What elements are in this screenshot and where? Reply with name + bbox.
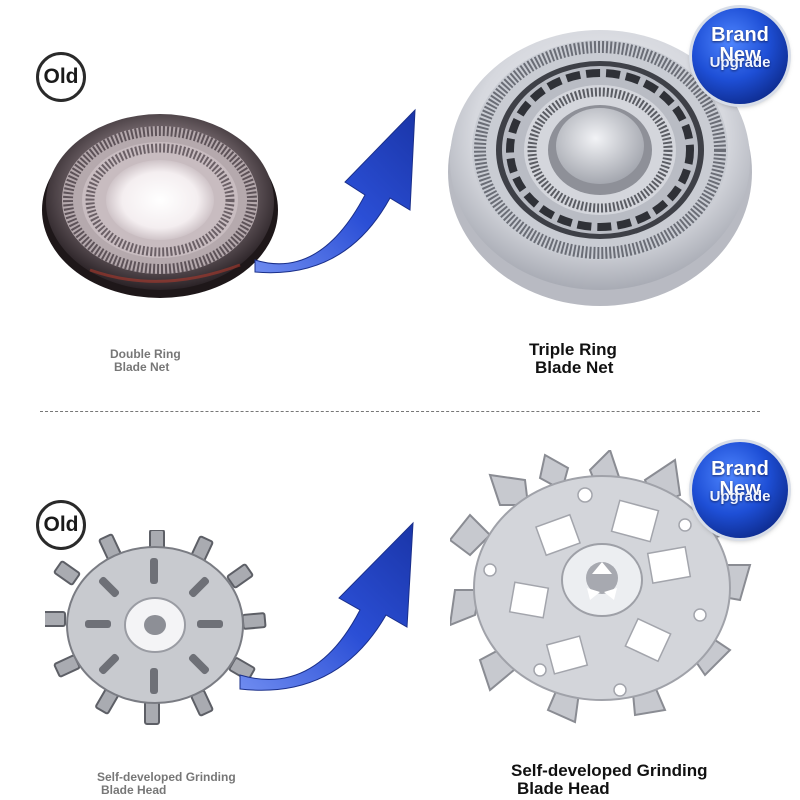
- badge-line-upgrade: Upgrade: [709, 54, 771, 71]
- new-grinding-blade-head-image: [450, 450, 752, 724]
- new-label-line2: Blade Net: [535, 358, 614, 377]
- old-grinding-blade-head-image: [45, 530, 267, 725]
- old-product-label: Double Ring Blade Net: [110, 348, 181, 374]
- old-label-line1: Double Ring: [110, 347, 181, 361]
- old-label-line2: Blade Head: [101, 783, 167, 797]
- old-label-line2: Blade Net: [114, 360, 170, 374]
- brand-new-upgrade-badge-icon: Brand New Upgrade: [692, 442, 788, 538]
- old-badge-text: Old: [43, 65, 79, 88]
- triple-ring-blade-net-image: [448, 30, 752, 306]
- old-badge: Old: [36, 52, 86, 102]
- old-badge: Old: [36, 500, 86, 550]
- upward-curved-arrow-icon: [254, 108, 416, 274]
- double-ring-blade-net-image: [42, 114, 278, 298]
- new-product-label: Self-developed Grinding Blade Head: [511, 762, 707, 798]
- old-label-line1: Self-developed Grinding: [97, 770, 236, 784]
- new-label-line1: Triple Ring: [529, 340, 617, 359]
- old-product-label: Self-developed Grinding Blade Head: [97, 771, 236, 797]
- badge-line-brand: Brand: [711, 24, 769, 46]
- section-divider: [40, 411, 760, 412]
- badge-line-new: New: [719, 44, 761, 66]
- badge-line-upgrade: Upgrade: [709, 488, 771, 505]
- badge-line-new: New: [719, 478, 761, 500]
- new-label-line1: Self-developed Grinding: [511, 761, 708, 780]
- brand-new-upgrade-badge-icon: Brand New Upgrade: [692, 8, 788, 104]
- badge-line-brand: Brand: [711, 458, 769, 480]
- upward-curved-arrow-icon: [239, 521, 414, 691]
- new-product-label: Triple Ring Blade Net: [529, 341, 617, 377]
- old-badge-text: Old: [43, 513, 79, 536]
- new-label-line2: Blade Head: [517, 779, 610, 798]
